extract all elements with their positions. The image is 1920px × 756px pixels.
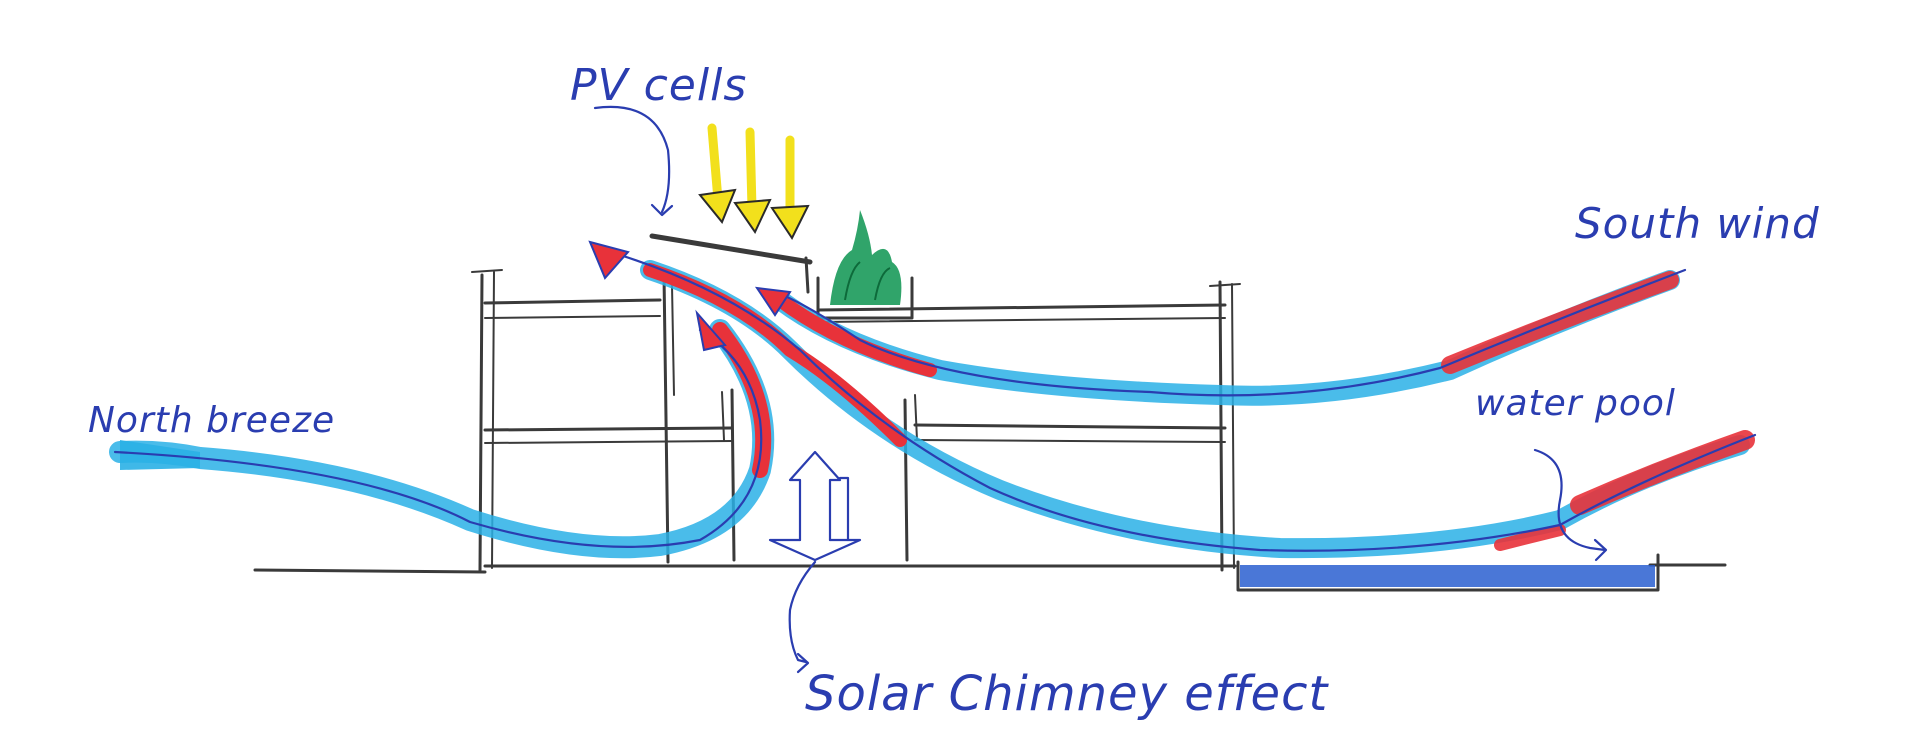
south-wind-label: South wind [1575, 199, 1820, 248]
flow-arrow-icon [754, 286, 792, 317]
water-pool-label: water pool [1475, 383, 1676, 424]
leader-lines [593, 105, 1608, 674]
flow-arrow-icon [695, 309, 727, 352]
south-wind-lower-flow [588, 240, 1757, 559]
building-section [471, 233, 1241, 572]
north-breeze-flow [109, 309, 775, 559]
plant-icon [830, 210, 902, 305]
sun-rays-icon [698, 123, 810, 240]
pv-cells-label: PV cells [570, 60, 747, 111]
ground-line [253, 563, 1727, 574]
north-breeze-label: North breeze [88, 400, 335, 441]
solar-chimney-label: Solar Chimney effect [805, 666, 1329, 722]
chimney-arrow-icon [768, 450, 862, 562]
flow-arrow-icon [588, 240, 630, 280]
south-wind-upper-flow [754, 268, 1687, 406]
water-pool [1236, 553, 1660, 592]
